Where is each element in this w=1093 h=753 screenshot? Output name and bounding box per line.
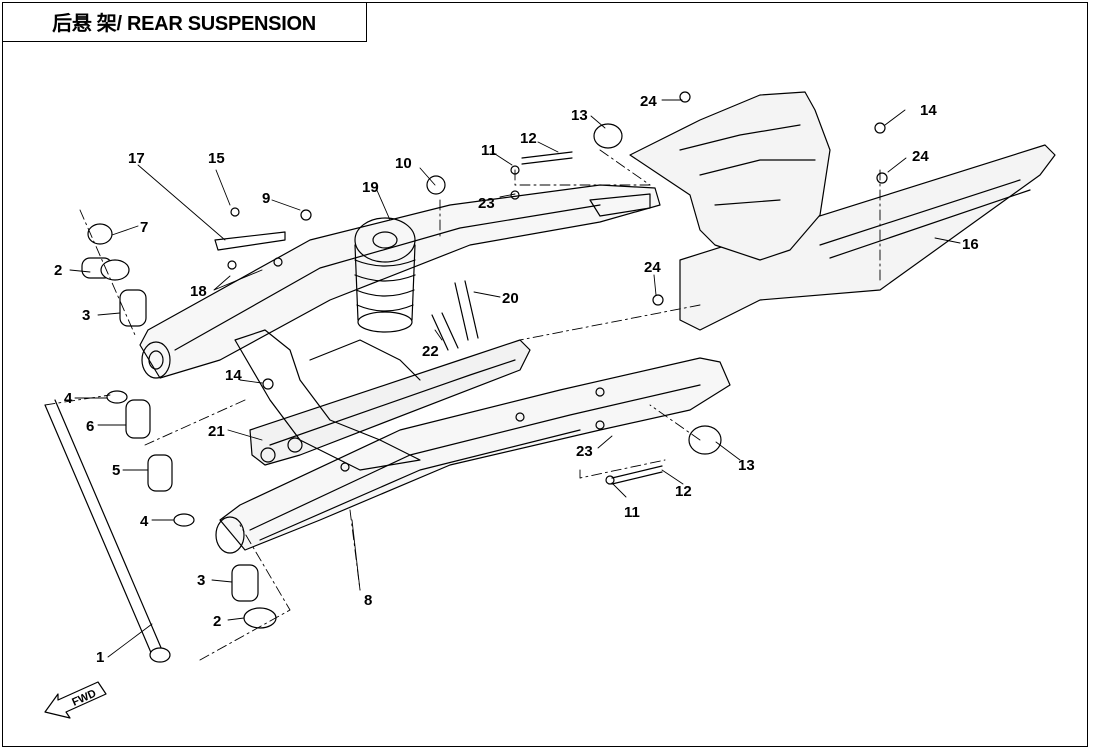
- callout-5: 5: [112, 462, 120, 479]
- callout-20: 20: [502, 290, 519, 307]
- chain-guard: [679, 144, 1056, 331]
- callout-15: 15: [208, 150, 225, 167]
- callout-2: 2: [213, 613, 221, 630]
- title-box: 后悬 架/ REAR SUSPENSION: [2, 2, 367, 42]
- callout-10: 10: [395, 155, 412, 172]
- callout-13: 13: [738, 457, 755, 474]
- callout-14: 14: [225, 367, 242, 384]
- hardware-parts: [81, 91, 888, 629]
- callout-18: 18: [190, 283, 207, 300]
- callout-14: 14: [920, 102, 937, 119]
- callout-21: 21: [208, 423, 225, 440]
- callout-1: 1: [96, 649, 104, 666]
- leader-lines: [69, 99, 961, 658]
- callout-6: 6: [86, 418, 94, 435]
- callout-8: 8: [364, 592, 372, 609]
- callout-3: 3: [197, 572, 205, 589]
- upper-swing-arm: [139, 184, 661, 379]
- callout-19: 19: [362, 179, 379, 196]
- callout-13: 13: [571, 107, 588, 124]
- fwd-label: FWD: [70, 688, 98, 709]
- callout-24: 24: [640, 93, 657, 110]
- callout-23: 23: [576, 443, 593, 460]
- callout-7: 7: [140, 219, 148, 236]
- callout-4: 4: [64, 390, 73, 407]
- pivot-shaft: [44, 399, 171, 663]
- callout-2: 2: [54, 262, 62, 279]
- callout-11: 11: [481, 142, 497, 159]
- rear-fender: [629, 91, 831, 261]
- callout-23: 23: [478, 195, 495, 212]
- callout-12: 12: [675, 483, 692, 500]
- callout-4: 4: [140, 513, 149, 530]
- callout-labels: 1 2 2 3 3 4 4 5 6 7 8 9 10 11 11 12 12 1…: [54, 93, 979, 666]
- callout-24: 24: [912, 148, 929, 165]
- callout-12: 12: [520, 130, 537, 147]
- page-title: 后悬 架/ REAR SUSPENSION: [52, 13, 316, 35]
- callout-16: 16: [962, 236, 979, 253]
- callout-9: 9: [262, 190, 270, 207]
- callout-22: 22: [422, 343, 439, 360]
- callout-24: 24: [644, 259, 661, 276]
- callout-11: 11: [624, 504, 640, 521]
- cross-bracket: [234, 329, 531, 471]
- callout-17: 17: [128, 150, 145, 167]
- shock-absorber: [354, 217, 416, 333]
- callout-3: 3: [82, 307, 90, 324]
- fwd-arrow-icon: FWD: [44, 681, 107, 719]
